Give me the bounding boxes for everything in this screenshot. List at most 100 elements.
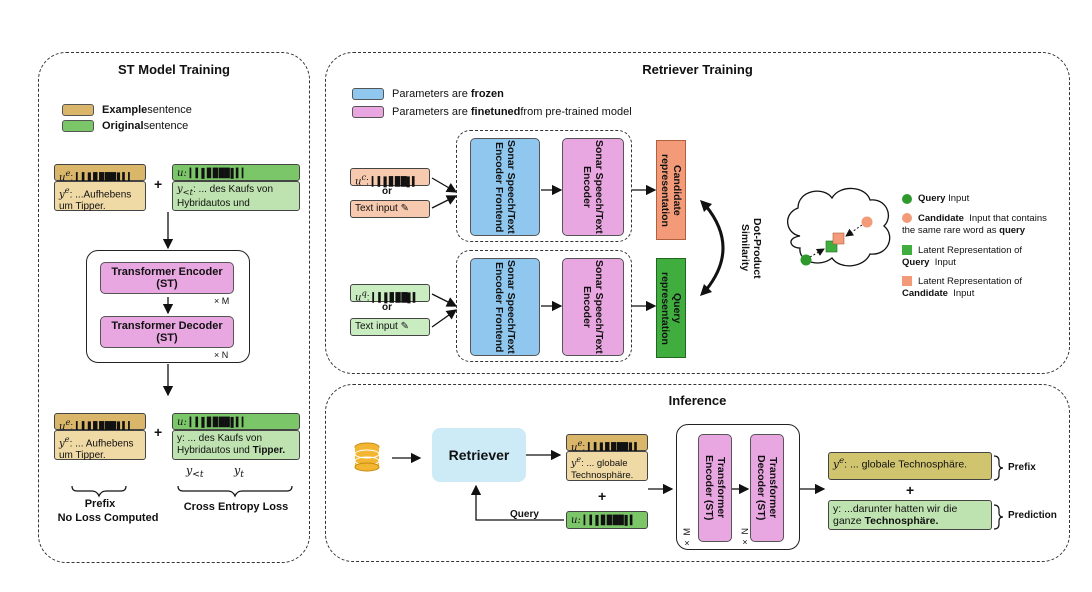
inference-example-text: ye: ... globale Technosphäre. — [566, 451, 648, 481]
query-text-input: Text input ✎ — [350, 318, 430, 336]
database-icon — [354, 442, 380, 472]
text-input-label: Text input — [355, 321, 398, 332]
text-input-label: Text input — [355, 203, 398, 214]
legend-original-rest: sentence — [143, 120, 189, 132]
y-t-sub: t — [240, 469, 244, 481]
ye-symbol: y — [59, 438, 65, 450]
inference-transformer-block — [676, 424, 800, 550]
legend-frozen-text: Parameters are — [392, 88, 468, 100]
u-symbol: u: — [177, 168, 187, 179]
times-n: × N — [214, 350, 229, 360]
retriever-panel-title: Retriever Training — [642, 62, 753, 77]
candidate-representation: Candidate representation — [656, 140, 686, 240]
inference-ye-text: : ... globale Technosphäre. — [571, 458, 634, 482]
query-label: Query — [510, 509, 539, 520]
legend-original-strong: Original — [102, 120, 144, 132]
legend-latent-candidate: Latent Representation of Candidate Input — [902, 276, 1052, 300]
dot-product-similarity: Dot-Product Similarity — [739, 217, 763, 279]
original-swatch — [62, 120, 94, 132]
cl1-rest: Input that contains the same rare word a… — [902, 213, 1047, 236]
ue-symbol: u — [59, 421, 66, 433]
inference-times-m: × M — [682, 528, 692, 548]
ye-sup: e — [838, 456, 845, 466]
no-loss-label: No Loss Computed — [57, 512, 159, 524]
candidate-text-input: Text input ✎ — [350, 200, 430, 218]
ye-text: : ... Aufhebens um Tipper. — [59, 438, 134, 462]
waveform-icon: ▎▍▌▋▊▉▊▌▍▎ — [75, 172, 135, 183]
waveform-icon: ▎▍▌▋▊▉▊▌▍▎ — [189, 168, 249, 178]
ue-sup: e — [65, 168, 71, 178]
query-audio-input: uq: ▎▍▌▋▊▉▌▍ — [350, 284, 430, 303]
legend-example-rest: sentence — [147, 104, 192, 116]
inference-plus: + — [598, 488, 607, 504]
y-target-rare-word: Tipper. — [252, 445, 286, 456]
legend-finetuned-text: Parameters are — [392, 106, 468, 118]
legend-finetuned-strong: finetuned — [470, 106, 521, 118]
st-encoder: Transformer Encoder (ST) — [100, 262, 234, 294]
retriever-box: Retriever — [432, 428, 526, 482]
ue-sup: e — [577, 438, 583, 448]
top-example-audio: ue: ▎▍▌▋▊▉▊▌▍▎ — [54, 164, 146, 183]
or-query: or — [382, 302, 392, 313]
top-example-text: ye: ...Aufhebens um Tipper. — [54, 181, 146, 213]
y-lt-t-sub: <t — [182, 187, 193, 197]
u-symbol: u: — [177, 417, 187, 428]
waveform-icon: ▎▍▌▋▊▉▌▍ — [371, 176, 419, 187]
frozen-swatch — [352, 88, 384, 100]
legend-finetuned: Parameters are finetuned from pre-traine… — [352, 106, 632, 118]
output-prediction-box: y: ...darunter hatten wir die ganze Tech… — [828, 500, 992, 530]
pen-icon: ✎ — [400, 203, 409, 214]
finetuned-swatch — [352, 106, 384, 118]
query-representation: Query representation — [656, 258, 686, 358]
cl3-rest: Input — [950, 288, 975, 299]
inference-example-audio: ue: ▎▍▌▋▊▉▊▌▍ — [566, 434, 648, 454]
y-lt-t-sub: <t — [192, 469, 204, 481]
output-plus: + — [906, 482, 915, 498]
prefix-label: Prefix — [84, 498, 116, 510]
prediction-rare-word: Technosphäre. — [864, 515, 939, 527]
cl0-rest: Input — [948, 193, 970, 204]
ye-sup: e — [64, 185, 70, 195]
legend-candidate-input: Candidate Input that contains the same r… — [902, 213, 1052, 237]
cl0-strong: Query — [918, 193, 946, 204]
query-dot-icon — [902, 193, 912, 204]
ye-text: : ...Aufhebens um Tipper. — [59, 189, 132, 213]
or-candidate: or — [382, 186, 392, 197]
retriever-training-panel — [325, 52, 1070, 374]
candidate-encoder: Sonar Speech/Text Encoder — [562, 138, 624, 236]
bottom-example-text: ye: ... Aufhebens um Tipper. — [54, 430, 146, 462]
waveform-icon: ▎▍▌▋▊▉▊▌▍▎ — [75, 421, 135, 432]
st-training-panel — [38, 52, 310, 563]
ye-sup: e — [64, 434, 70, 444]
waveform-icon: ▎▍▌▋▊▉▌▍ — [372, 292, 419, 303]
bottom-example-audio: ue: ▎▍▌▋▊▉▊▌▍▎ — [54, 413, 146, 433]
legend-frozen-strong: frozen — [470, 88, 504, 100]
y-original-text: : ... des Kaufs von Hybridautos und — [177, 184, 274, 209]
bottom-original-audio: u: ▎▍▌▋▊▉▊▌▍▎ — [172, 413, 300, 430]
top-original-text: y<t: ... des Kaufs von Hybridautos und — [172, 181, 300, 211]
inference-panel-title: Inference — [668, 393, 727, 408]
cl1-strong2: query — [999, 225, 1026, 236]
st-panel-title: ST Model Training — [118, 62, 230, 77]
cl3-pre: Latent Representation of — [918, 276, 1023, 287]
cross-entropy-label: Cross Entropy Loss — [183, 501, 289, 513]
inference-encoder: Transformer Encoder (ST) — [698, 434, 732, 542]
bottom-original-text: y: ... des Kaufs von Hybridautos und Tip… — [172, 430, 300, 460]
waveform-icon: ▎▍▌▋▊▉▊▌▍ — [587, 442, 641, 453]
candidate-frontend: Sonar Speech/Text Encoder Frontend — [470, 138, 540, 236]
inference-decoder: Transformer Decoder (ST) — [750, 434, 784, 542]
inference-times-n: × N — [740, 528, 750, 547]
legend-original: Original sentence — [62, 120, 188, 132]
st-decoder: Transformer Decoder (ST) — [100, 316, 234, 348]
example-swatch — [62, 104, 94, 116]
latent-query-square-icon — [902, 245, 912, 256]
y-t-label: yt — [234, 464, 244, 480]
ue-symbol: u — [571, 442, 578, 454]
inference-query-audio: u: ▎▍▌▋▊▉▊▌▍ — [566, 511, 648, 529]
output-prefix-text: : ... globale Technosphäre. — [844, 458, 968, 471]
u-symbol: u: — [571, 515, 581, 526]
legend-query-input: Query Input — [902, 193, 969, 204]
y-lt-t-base: y — [177, 184, 183, 195]
y-lt-t-label: y<t — [186, 464, 204, 480]
